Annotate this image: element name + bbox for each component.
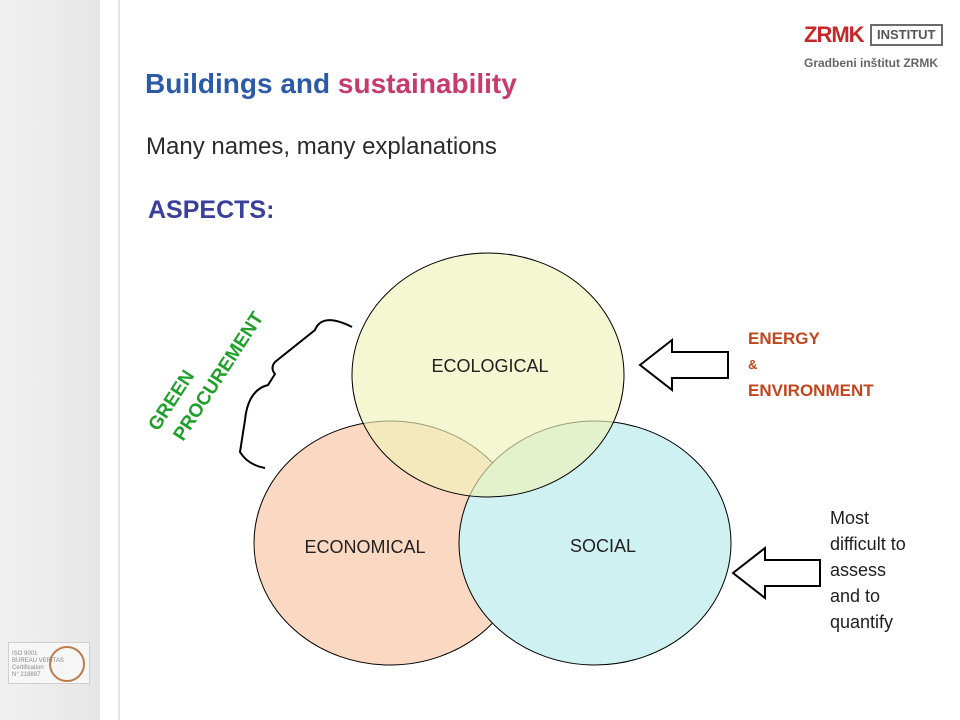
energy-environment-label: ENERGY & ENVIRONMENT xyxy=(748,326,874,404)
social-note: Most difficult to assess and to quantify xyxy=(830,505,906,635)
ecological-label: ECOLOGICAL xyxy=(431,356,548,376)
note-line: quantify xyxy=(830,612,894,632)
cert-line: N° 218887 xyxy=(12,672,41,678)
logo-institut-box: INSTITUT xyxy=(870,24,943,46)
slide-title: Buildings and sustainability xyxy=(145,68,517,100)
certification-text: ISO 9001 BUREAU VERITAS Certification N°… xyxy=(12,651,64,679)
title-part-buildings: Buildings and xyxy=(145,68,331,99)
environment-text: ENVIRONMENT xyxy=(748,381,874,400)
left-background-band xyxy=(0,0,100,720)
social-note-arrow xyxy=(731,545,821,601)
slide-subtitle: Many names, many explanations xyxy=(146,133,497,160)
energy-arrow xyxy=(638,337,729,393)
ecological-circle xyxy=(351,252,625,498)
ampersand-text: & xyxy=(748,357,758,372)
note-line: difficult to xyxy=(830,534,906,554)
social-label: SOCIAL xyxy=(570,536,636,556)
logo-subtitle: Gradbeni inštitut ZRMK xyxy=(804,56,938,70)
aspects-heading: ASPECTS: xyxy=(148,196,275,224)
cert-line: ISO 9001 xyxy=(12,651,38,657)
note-line: assess xyxy=(830,560,887,580)
logo-mark: ZRMK xyxy=(804,22,865,47)
title-part-sustainability: sustainability xyxy=(337,68,517,99)
certification-seal-icon xyxy=(49,646,85,682)
green-procurement-bracket xyxy=(238,319,353,469)
zrmk-logo: ZRMK INSTITUT Gradbeni inštitut ZRMK xyxy=(800,18,950,78)
note-line: and to xyxy=(830,586,881,606)
cert-line: Certification xyxy=(12,665,44,671)
certification-badge: ISO 9001 BUREAU VERITAS Certification N°… xyxy=(8,642,90,684)
economical-label: ECONOMICAL xyxy=(304,537,425,557)
note-line: Most xyxy=(830,508,870,528)
energy-text: ENERGY xyxy=(748,329,820,348)
cert-line: BUREAU VERITAS xyxy=(12,658,64,664)
left-divider xyxy=(118,0,120,720)
